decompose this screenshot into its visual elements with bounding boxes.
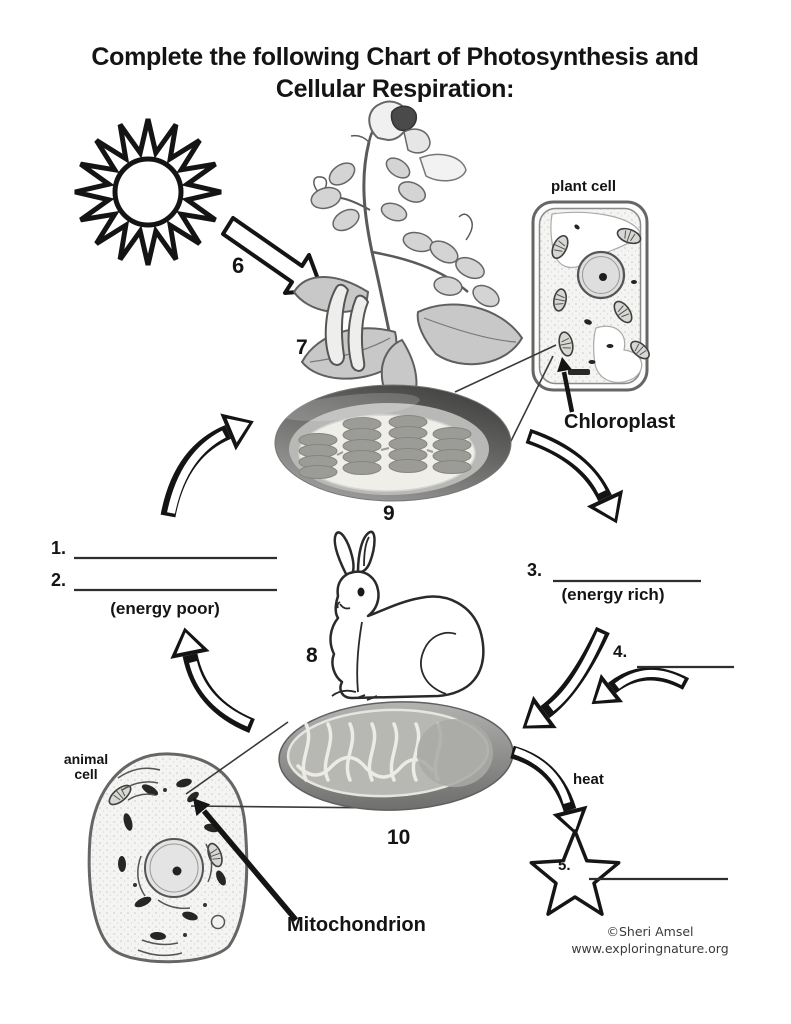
grana-stacks xyxy=(298,415,472,479)
blank-number-1: 1. xyxy=(51,538,67,558)
cycle-arrow-down-from-chloroplast xyxy=(525,428,624,524)
chloroplast-organelle-illustration xyxy=(274,384,512,502)
energy-rich-label: (energy rich) xyxy=(561,585,665,604)
chloroplast-connector-line-2 xyxy=(507,355,554,448)
credit-website: www.exploringnature.org xyxy=(571,941,729,956)
step-number-6: 6 xyxy=(232,253,245,278)
oxygen-input-arrow xyxy=(591,667,690,705)
blank-number-3: 3. xyxy=(527,560,543,580)
chloroplast-connector-line-1 xyxy=(454,344,557,393)
animal-cell-label: animal cell xyxy=(63,751,109,783)
cycle-arrow-up-to-chloroplast xyxy=(160,413,254,518)
heat-label: heat xyxy=(573,771,604,788)
mitochondrion-organelle-illustration xyxy=(278,701,514,811)
animal-cell-illustration xyxy=(87,752,249,964)
step-number-9: 9 xyxy=(383,502,395,525)
page-title-line-1: Complete the following Chart of Photosyn… xyxy=(91,43,699,71)
animal-cell-label-line1: animal xyxy=(63,751,109,767)
plant-cell-chloroplasts xyxy=(551,227,650,360)
blank-number-4: 4. xyxy=(613,642,628,661)
chloroplast-label: Chloroplast xyxy=(564,411,676,433)
plant-cell-illustration xyxy=(531,200,650,392)
cycle-arrow-down-to-mitochondrion xyxy=(522,626,610,729)
heat-star-shape xyxy=(529,829,621,916)
mitochondrion-connector-line-1 xyxy=(185,721,289,795)
animal-cell-mitochondria xyxy=(117,778,226,941)
cycle-arrow-up-to-energy-poor xyxy=(170,627,255,733)
step-number-10: 10 xyxy=(387,826,411,849)
plant-cell-label: plant cell xyxy=(551,178,617,195)
animal-cell-label-line2: cell xyxy=(74,766,98,783)
mitochondrion-pointer-arrow xyxy=(193,798,299,922)
sunlight-arrow xyxy=(221,216,324,295)
mitochondrion-label: Mitochondrion xyxy=(287,914,426,936)
step-number-7: 7 xyxy=(296,336,308,359)
rabbit-illustration xyxy=(329,530,485,701)
credit-author: ©Sheri Amsel xyxy=(606,924,694,939)
blank-number-2: 2. xyxy=(51,570,67,590)
energy-poor-label: (energy poor) xyxy=(110,599,220,618)
pea-plant-illustration xyxy=(292,100,524,405)
page-title-line-2: Cellular Respiration: xyxy=(275,75,515,103)
blank-number-5: 5. xyxy=(558,857,571,874)
chloroplast-pointer-arrow xyxy=(557,357,575,413)
sun-icon xyxy=(74,118,222,266)
heat-arrow xyxy=(510,745,588,836)
step-number-8: 8 xyxy=(306,644,318,667)
